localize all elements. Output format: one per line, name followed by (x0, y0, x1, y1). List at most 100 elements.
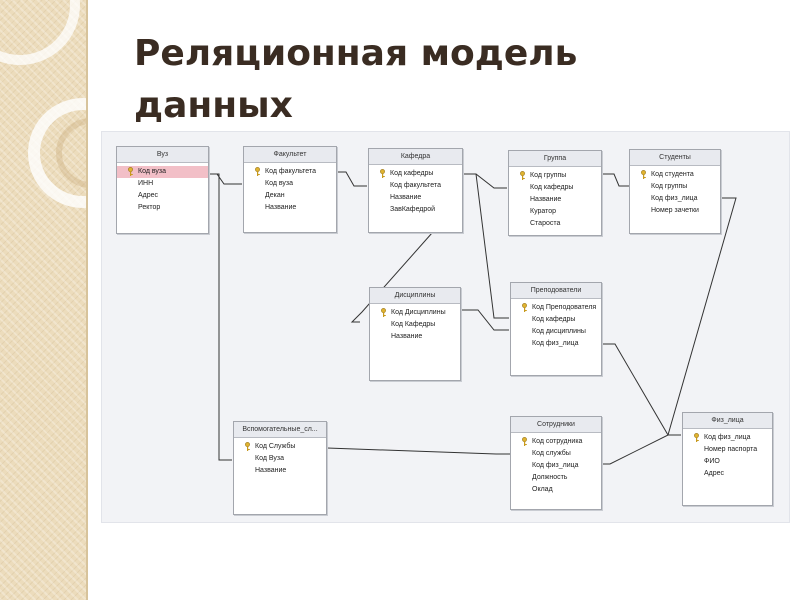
key-icon (693, 433, 700, 443)
table-field[interactable]: Код физ_лица (630, 193, 720, 205)
table-field[interactable]: Код факультета (369, 180, 462, 192)
table-title: Дисциплины (370, 288, 460, 304)
table-title: Факультет (244, 147, 336, 163)
table-field-label: Ректор (138, 204, 160, 211)
table-field[interactable]: Название (370, 331, 460, 343)
table-field[interactable]: Оклад (511, 484, 601, 496)
relation-gruppa-studenty[interactable] (602, 174, 630, 186)
table-field[interactable]: Номер паспорта (683, 444, 772, 456)
table-field[interactable]: Декан (244, 190, 336, 202)
table-field[interactable]: Адрес (683, 468, 772, 480)
table-field-label: ЗавКафедрой (390, 206, 435, 213)
table-field[interactable]: Староста (509, 218, 601, 230)
table-field[interactable]: Код службы (511, 448, 601, 460)
table-field-label: Название (255, 467, 286, 474)
table-field-label: Должность (532, 474, 567, 481)
relation-discipliny-prepodavateli[interactable] (461, 310, 509, 330)
relation-fakultet-kafedra[interactable] (337, 172, 367, 186)
table-field-label: Код группы (530, 172, 566, 179)
table-field[interactable]: ЗавКафедрой (369, 204, 462, 216)
key-icon (379, 169, 386, 179)
table-field[interactable]: Код сотрудника (511, 436, 601, 448)
table-field-label: Название (390, 194, 421, 201)
table-field[interactable]: ФИО (683, 456, 772, 468)
table-field[interactable]: Название (369, 192, 462, 204)
table-field-label: Куратор (530, 208, 556, 215)
table-field-label: Код кафедры (390, 170, 433, 177)
table-field[interactable]: Код Кафедры (370, 319, 460, 331)
table-title: Сотрудники (511, 417, 601, 433)
key-icon (380, 308, 387, 318)
decorative-ring (0, 0, 80, 65)
table-field[interactable]: Код физ_лица (511, 338, 601, 350)
table-field-label: Код Дисциплины (391, 309, 446, 316)
table-field[interactable]: Код физ_лица (511, 460, 601, 472)
table-field[interactable]: Код кафедры (369, 168, 462, 180)
table-field[interactable]: Название (244, 202, 336, 214)
table-field[interactable]: Код факультета (244, 166, 336, 178)
table-field-label: Оклад (532, 486, 553, 493)
table-field-label: Код физ_лица (532, 462, 579, 469)
table-field[interactable]: Код группы (509, 170, 601, 182)
table-title: Группа (509, 151, 601, 167)
relation-vspomogatelnye-sotrudniki[interactable] (327, 448, 511, 454)
table-field[interactable]: Код вуза (117, 166, 208, 178)
table-field-label: Код вуза (138, 168, 166, 175)
table-field[interactable]: Название (509, 194, 601, 206)
relation-vuz-vspomogatelnye[interactable] (209, 174, 232, 460)
table-field-label: Код службы (532, 450, 571, 457)
key-icon (519, 171, 526, 181)
relation-kafedra-gruppa[interactable] (463, 174, 507, 188)
table-field[interactable]: Ректор (117, 202, 208, 214)
table-title: Преподователи (511, 283, 601, 299)
key-icon (127, 167, 134, 177)
table-field[interactable]: Код кафедры (511, 314, 601, 326)
table-field[interactable]: Код кафедры (509, 182, 601, 194)
table-field-label: Код кафедры (530, 184, 573, 191)
table-field[interactable]: Название (234, 465, 326, 477)
table-field[interactable]: Код дисциплины (511, 326, 601, 338)
table-field-label: Номер паспорта (704, 446, 757, 453)
slide-title-line-2: данных (134, 80, 754, 132)
table-field[interactable]: Должность (511, 472, 601, 484)
table-field[interactable]: Код группы (630, 181, 720, 193)
relation-vuz-fakultet[interactable] (209, 174, 242, 184)
table-field[interactable]: Код Службы (234, 441, 326, 453)
relation-kafedra-prepodavateli[interactable] (463, 174, 509, 318)
table-field[interactable]: Номер зачетки (630, 205, 720, 217)
table-field-label: Староста (530, 220, 560, 227)
table-field-label: Название (265, 204, 296, 211)
table-field[interactable]: ИНН (117, 178, 208, 190)
table-field-label: Код сотрудника (532, 438, 582, 445)
table-field[interactable]: Код студента (630, 169, 720, 181)
table-field-label: Код вуза (265, 180, 293, 187)
table-field-label: Код Службы (255, 443, 295, 450)
table-field-label: Код факультета (265, 168, 316, 175)
table-field-label: Код факультета (390, 182, 441, 189)
table-title: Физ_лица (683, 413, 772, 429)
relation-prepodavateli-fiz-lica[interactable] (602, 344, 681, 435)
table-title: Кафедра (369, 149, 462, 165)
table-field[interactable]: Код физ_лица (683, 432, 772, 444)
table-field-label: Код физ_лица (532, 340, 579, 347)
table-title: Вспомогательные_сл... (234, 422, 326, 438)
table-field[interactable]: Код Преподователя (511, 302, 601, 314)
table-field[interactable]: Код Дисциплины (370, 307, 460, 319)
table-field[interactable]: Код вуза (244, 178, 336, 190)
relation-sotrudniki-fiz-lica[interactable] (602, 435, 681, 464)
table-field[interactable]: Код Вуза (234, 453, 326, 465)
table-field[interactable]: Адрес (117, 190, 208, 202)
table-field[interactable]: Куратор (509, 206, 601, 218)
table-field-label: Код студента (651, 171, 694, 178)
key-icon (244, 442, 251, 452)
